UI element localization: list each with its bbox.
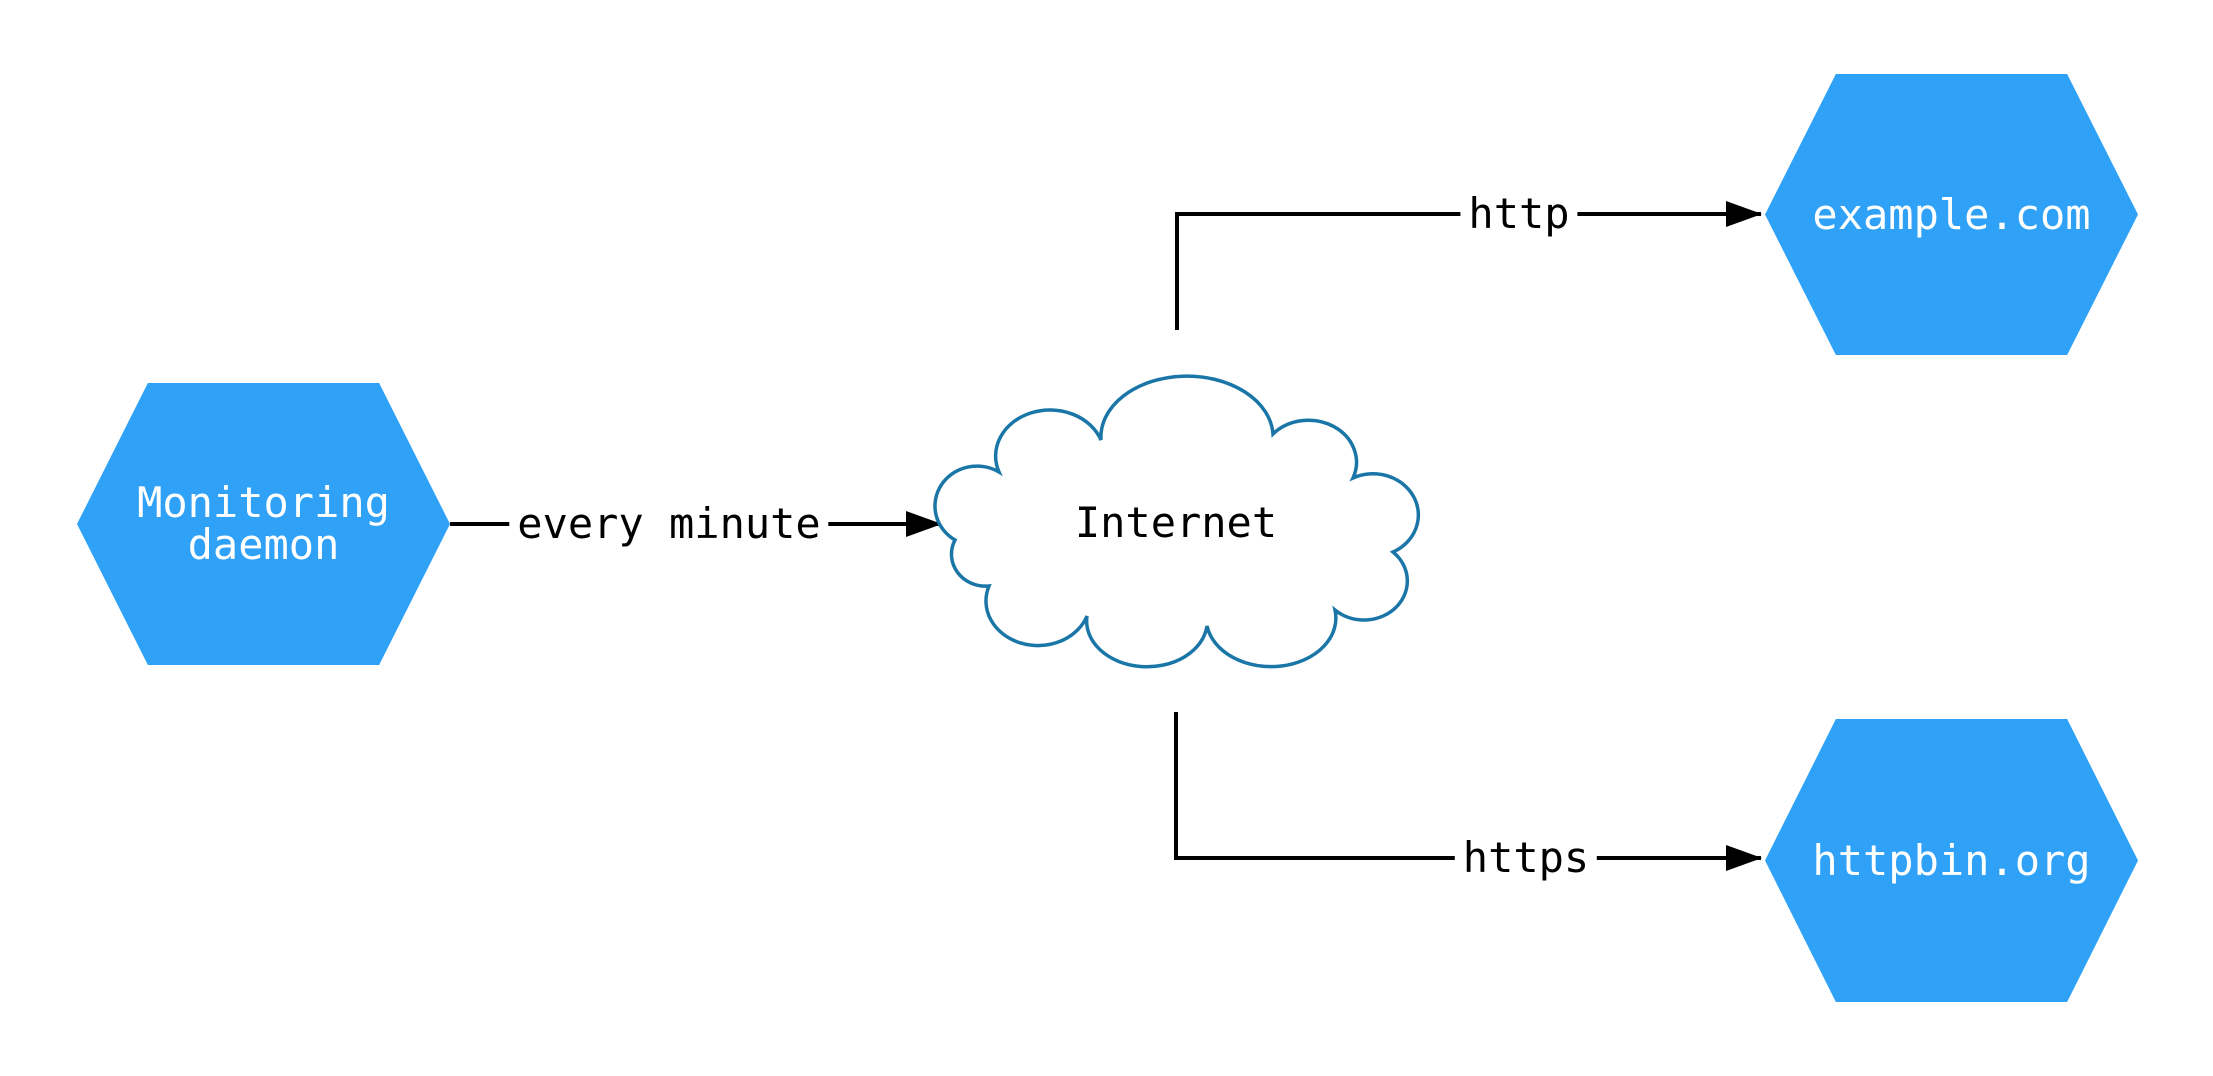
node-label-monitoring-daemon: Monitoring daemon [137,478,390,569]
cloud-icon [933,374,1421,669]
node-label-example-com: example.com [1812,189,2091,239]
node-internet: Internet [933,374,1421,669]
edge-label-every-minute: every minute [509,501,829,547]
node-label-httpbin-org: httpbin.org [1812,835,2091,885]
node-label-internet: Internet [1074,497,1278,547]
edge-label-https: https [1454,835,1598,881]
node-httpbin-org: httpbin.org [1765,719,2138,1002]
edge-label-http: http [1460,191,1578,237]
node-monitoring-daemon: Monitoring daemon [77,383,450,665]
node-example-com: example.com [1765,74,2138,355]
